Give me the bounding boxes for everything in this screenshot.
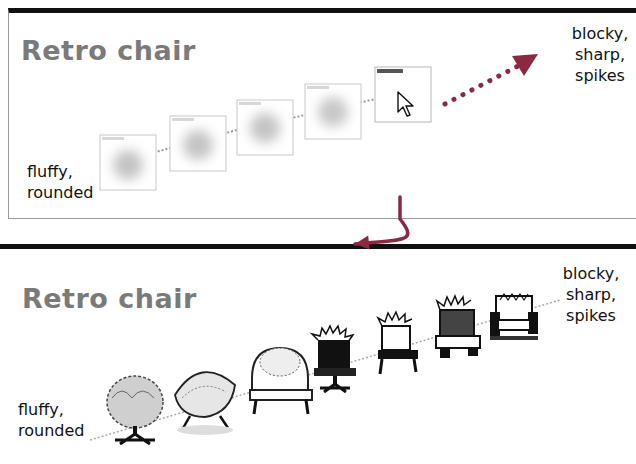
axis-label: fluffy, rounded: [27, 161, 111, 203]
thumbnail-track: [100, 67, 431, 190]
spiky-wood-chair: [378, 312, 418, 374]
fluffy-bowl-chair: [175, 372, 235, 435]
thumbnail: [375, 67, 431, 122]
dotted-arrow: [445, 54, 538, 104]
thumbnail: [237, 100, 293, 155]
axis-label: blocky, sharp, spikes: [565, 23, 635, 86]
fluffy-armchair: [250, 348, 312, 414]
fluffy-egg-chair: [107, 376, 163, 444]
curved-arrow: [355, 197, 408, 249]
thumbnail: [170, 116, 226, 171]
panel-title: Retro chair: [22, 283, 197, 314]
axis-label: fluffy, rounded: [18, 399, 102, 441]
panel-box: Retro chair fluffy, rounded blocky, sharp,…: [8, 8, 636, 219]
blocky-armchair: [490, 294, 538, 340]
connector-line: [355, 197, 408, 244]
mouse-cursor: [398, 92, 413, 116]
blocky-spiked-chair: [436, 296, 480, 358]
axis-label: blocky, sharp, spikes: [552, 263, 630, 326]
panel-title: Retro chair: [21, 35, 196, 66]
thumbnail: [305, 84, 361, 139]
dotted-track: [90, 300, 560, 440]
thumbnail: [100, 135, 156, 190]
panel-box: Retro chair fluffy, rounded blocky, sharp,…: [0, 244, 636, 464]
spiky-office-chair: [312, 326, 356, 392]
